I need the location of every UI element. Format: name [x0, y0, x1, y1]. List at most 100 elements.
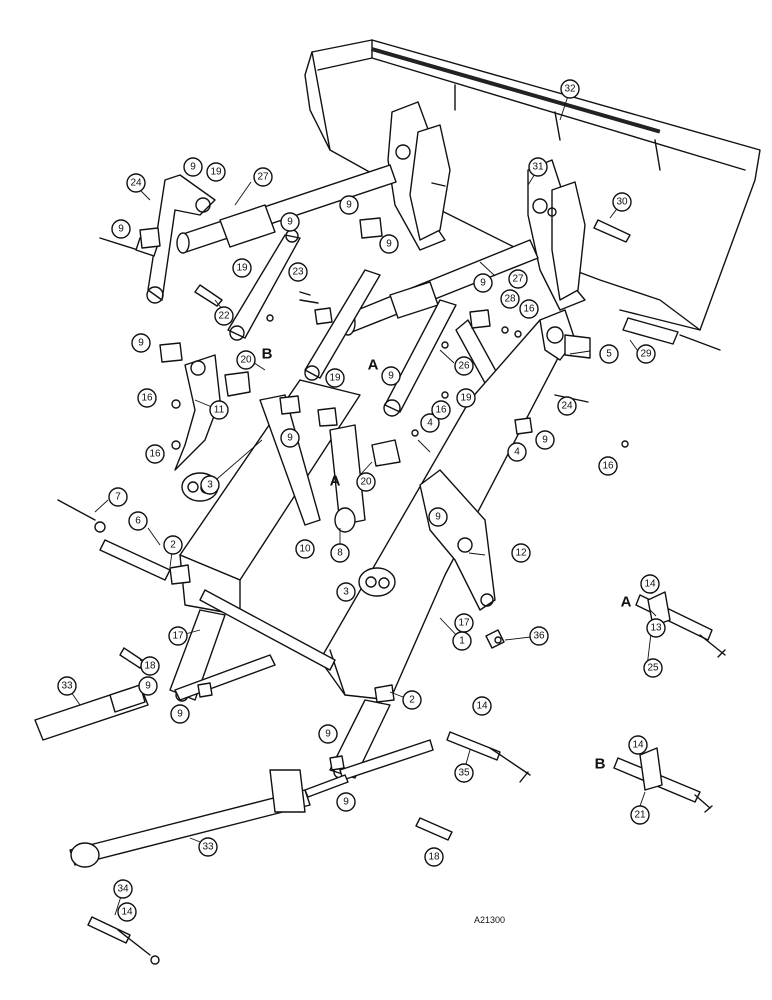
- callout-18-lower-label: 18: [428, 852, 440, 863]
- callout-19-b-label: 19: [236, 263, 248, 274]
- callout-28-label: 28: [504, 294, 516, 305]
- callout-14-a: 14: [640, 574, 660, 594]
- callout-34: 34: [113, 879, 133, 899]
- callout-23-label: 23: [292, 267, 304, 278]
- callout-27-upper: 27: [253, 167, 273, 187]
- callout-9-d: 9: [339, 195, 359, 215]
- washers: [171, 314, 629, 644]
- callout-25-label: 25: [647, 663, 659, 674]
- callout-17-right: 17: [454, 613, 474, 633]
- callout-9-k-label: 9: [435, 512, 441, 523]
- callout-9-l-label: 9: [145, 681, 151, 692]
- pin-22: [194, 284, 223, 307]
- callout-4-lower-label: 4: [514, 447, 520, 458]
- callout-24-right-label: 24: [561, 401, 573, 412]
- callout-18-lower: 18: [424, 847, 444, 867]
- callout-16-d: 16: [431, 400, 451, 420]
- callout-16-a-label: 16: [523, 304, 535, 315]
- callout-9-o-label: 9: [343, 797, 349, 808]
- pin-18-upper: [119, 647, 146, 669]
- link-24-left: [146, 174, 216, 304]
- callout-9-o: 9: [336, 792, 356, 812]
- callout-29: 29: [636, 344, 656, 364]
- callout-3-left-label: 3: [207, 480, 213, 491]
- callout-30: 30: [612, 192, 632, 212]
- callout-9-j-label: 9: [542, 435, 548, 446]
- arm-12: [358, 469, 496, 611]
- detail-a-drawing: [635, 591, 726, 656]
- callout-11-label: 11: [214, 405, 225, 416]
- callout-9-j: 9: [535, 430, 555, 450]
- callout-11: 11: [209, 400, 229, 420]
- callout-9-h: 9: [473, 273, 493, 293]
- callout-23: 23: [288, 262, 308, 282]
- callout-3-left: 3: [200, 475, 220, 495]
- pin-34: [87, 916, 160, 965]
- callout-9-b-label: 9: [118, 224, 124, 235]
- callout-9-i: 9: [280, 428, 300, 448]
- callout-9-g-label: 9: [388, 371, 394, 382]
- link-19: [227, 229, 457, 417]
- callout-20-upper-label: 20: [240, 355, 252, 366]
- callout-9-m-label: 9: [177, 709, 183, 720]
- callout-21: 21: [630, 805, 650, 825]
- center-link-8: [259, 394, 366, 533]
- pin-6: [57, 499, 171, 581]
- callout-36: 36: [529, 626, 549, 646]
- callout-16-e: 16: [598, 456, 618, 476]
- callout-24-left-label: 24: [130, 178, 142, 189]
- callout-19-a-label: 19: [210, 167, 222, 178]
- callout-16-c: 16: [145, 444, 165, 464]
- callout-5-label: 5: [606, 349, 612, 360]
- callout-32-label: 32: [564, 84, 576, 95]
- callout-4-lower: 4: [507, 442, 527, 462]
- callout-35: 35: [454, 763, 474, 783]
- callout-10: 10: [295, 539, 315, 559]
- callout-14-b-label: 14: [476, 701, 488, 712]
- callout-14-c-label: 14: [632, 740, 644, 751]
- cylinder-33-lower: [69, 769, 349, 868]
- callout-16-b: 16: [137, 388, 157, 408]
- callout-5: 5: [599, 344, 619, 364]
- callout-33-lower-label: 33: [202, 842, 214, 853]
- callout-19-a: 19: [206, 162, 226, 182]
- callout-2-upper-label: 2: [170, 540, 176, 551]
- callout-26: 26: [454, 356, 474, 376]
- callout-9-h-label: 9: [480, 278, 486, 289]
- callout-17-left-label: 17: [172, 631, 184, 642]
- callout-33-lower: 33: [198, 837, 218, 857]
- callout-14-c: 14: [628, 735, 648, 755]
- callout-4-upper-label: 4: [427, 418, 433, 429]
- callout-16-e-label: 16: [602, 461, 614, 472]
- callout-9-k: 9: [428, 507, 448, 527]
- detail-letter-a-main-upper: A: [368, 357, 379, 374]
- callout-33-upper-label: 33: [61, 681, 73, 692]
- callout-22-label: 22: [218, 311, 230, 322]
- callout-9-m: 9: [170, 704, 190, 724]
- callout-6-label: 6: [135, 516, 141, 527]
- callout-19-c: 19: [325, 368, 345, 388]
- callout-14-a-label: 14: [644, 579, 656, 590]
- callout-7-label: 7: [115, 492, 121, 503]
- bucket-brackets: [387, 101, 586, 311]
- detail-b-drawing: [613, 747, 711, 809]
- callout-1-label: 1: [459, 636, 465, 647]
- callout-9-f: 9: [131, 333, 151, 353]
- callout-17-left: 17: [168, 626, 188, 646]
- callout-14-d: 14: [117, 902, 137, 922]
- callout-9-c-label: 9: [287, 217, 293, 228]
- callout-9-e: 9: [379, 234, 399, 254]
- callout-34-label: 34: [117, 884, 129, 895]
- callout-26-label: 26: [458, 361, 470, 372]
- callout-9-i-label: 9: [287, 433, 293, 444]
- callout-19-b: 19: [232, 258, 252, 278]
- callout-9-c: 9: [280, 212, 300, 232]
- callout-12: 12: [511, 543, 531, 563]
- callout-9-n: 9: [318, 724, 338, 744]
- callout-22: 22: [214, 306, 234, 326]
- callout-36-label: 36: [533, 631, 545, 642]
- callout-21-label: 21: [634, 810, 646, 821]
- callout-14-b: 14: [472, 696, 492, 716]
- drawing-number: A21300: [474, 915, 505, 925]
